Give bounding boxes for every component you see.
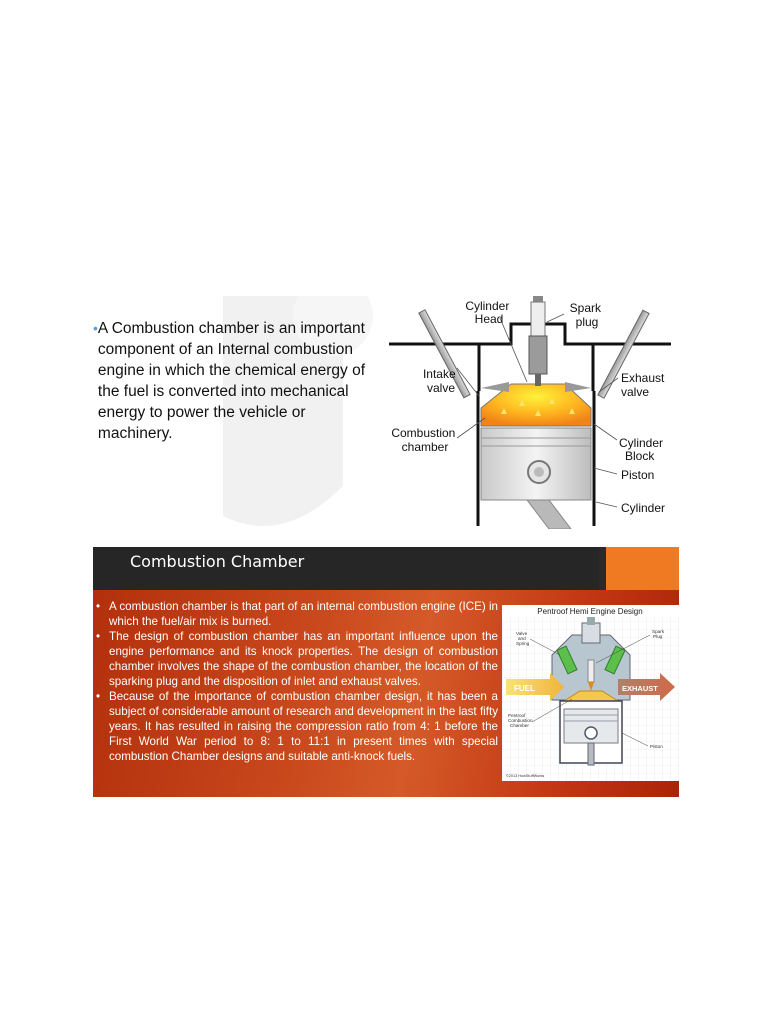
valve-springs: [556, 645, 626, 675]
figure-leader-lines: [529, 634, 651, 747]
label-spark-plug: Spark Plug: [652, 629, 665, 639]
exhaust-valve-shape: [565, 309, 650, 399]
bullet-text: The design of combustion chamber has an …: [109, 630, 498, 688]
slide-title: Combustion Chamber: [130, 552, 305, 571]
slide-body: • A combustion chamber is that part of a…: [93, 590, 679, 797]
list-item: • A combustion chamber is that part of a…: [96, 599, 498, 629]
bullet-dot-icon: •: [96, 630, 101, 643]
label-pentroof-chamber: Pentroof Combustion Chamber: [508, 713, 534, 728]
label-intake-valve: Intake valve: [423, 367, 459, 395]
list-item: • Because of the importance of combustio…: [96, 689, 498, 764]
bullet-text: A combustion chamber is that part of an …: [109, 600, 498, 628]
intake-valve-shape: [418, 309, 509, 399]
pentroof-engine-diagram: Pentroof Hemi Engine Design: [502, 607, 679, 781]
label-piston: Piston: [650, 744, 663, 749]
label-cylinder-head: Cylinder Head: [465, 299, 512, 326]
list-item: • The design of combustion chamber has a…: [96, 629, 498, 689]
slide-combustion-intro: • A Combustion chamber is an important c…: [93, 296, 679, 529]
exhaust-arrow: EXHAUST: [618, 673, 675, 701]
label-combustion-chamber: Combustion chamber: [391, 426, 458, 454]
fuel-arrow: FUEL: [506, 673, 564, 701]
piston-shape: [559, 700, 623, 766]
spark-particles: [501, 398, 575, 416]
pentroof-engine-figure: Pentroof Hemi Engine Design: [502, 605, 679, 781]
label-exhaust-valve: Exhaust valve: [621, 371, 668, 399]
label-cylinder-block: Cylinder Block: [619, 436, 666, 463]
intro-bullet: • A Combustion chamber is an important c…: [93, 318, 378, 444]
bullet-list: • A combustion chamber is that part of a…: [96, 599, 498, 764]
bullet-text: Because of the importance of combustion …: [109, 690, 498, 763]
svg-text:EXHAUST: EXHAUST: [622, 684, 658, 693]
title-accent-block: [599, 547, 679, 590]
svg-text:FUEL: FUEL: [514, 684, 535, 693]
figure-credit: ©2013 HowStuffWorks: [506, 774, 544, 778]
combustion-chamber-diagram: Cylinder Head Spark plug Intake valve Ex…: [389, 296, 671, 529]
slide-title-bar: Combustion Chamber: [93, 547, 599, 590]
figure-title: Pentroof Hemi Engine Design: [537, 607, 642, 616]
label-cylinder: Cylinder: [621, 501, 665, 515]
label-spark-plug: Spark plug: [570, 301, 605, 329]
intro-bullet-text: A Combustion chamber is an important com…: [97, 320, 366, 442]
spark-plug-shape: [528, 296, 548, 386]
label-leader-lines: [456, 313, 619, 508]
piston-shape: [480, 427, 592, 529]
cylinder-walls: [476, 391, 596, 526]
background-watermark-shape: [223, 296, 373, 526]
bullet-dot-icon: •: [96, 690, 101, 703]
spark-plug-shape: [587, 659, 595, 691]
bullet-dot-icon: •: [96, 600, 101, 613]
label-piston: Piston: [621, 468, 654, 482]
slide-combustion-chamber: Combustion Chamber • A combustion chambe…: [93, 547, 679, 797]
bullet-dot-icon: •: [93, 320, 98, 336]
orange-accent-box: [606, 547, 679, 590]
label-valve-spring: Valve and Spring: [516, 631, 530, 646]
